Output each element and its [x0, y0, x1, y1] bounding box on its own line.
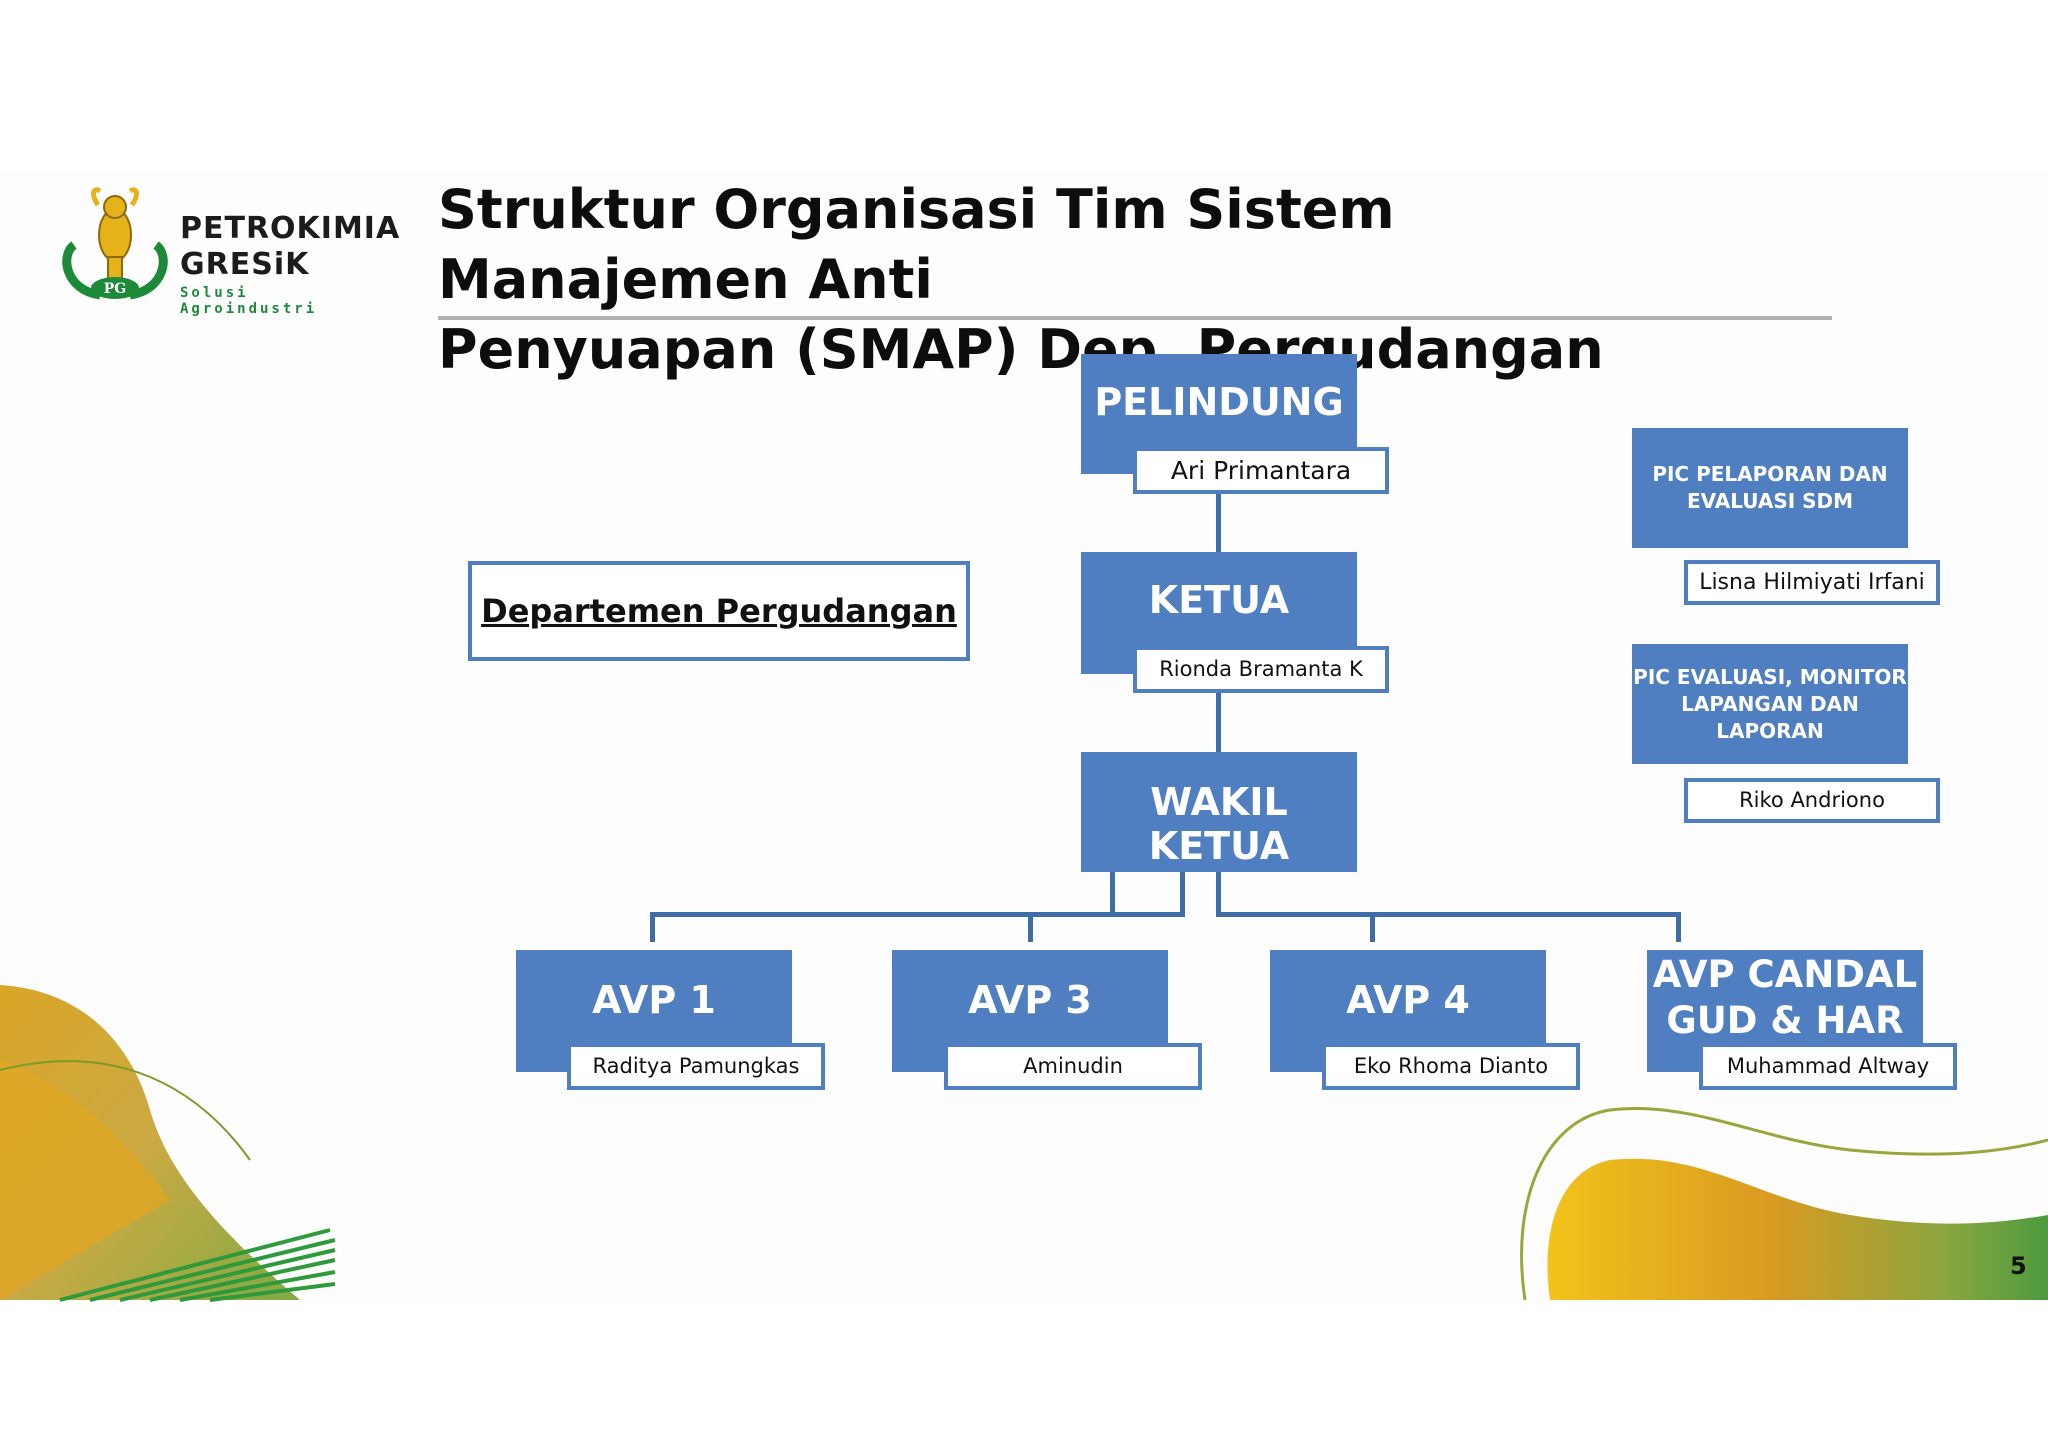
role-label-avp-4: AVP 4: [1346, 978, 1470, 1022]
pic-label-1-line2: EVALUASI SDM: [1686, 489, 1854, 513]
pic-label-2-line1: PIC EVALUASI, MONITOR: [1633, 664, 1907, 689]
name-box-avp-3: Aminudin: [944, 1043, 1202, 1090]
role-label-avp-candal-line2: GUD & HAR: [1666, 999, 1904, 1042]
name-label-pic-1: Lisna Hilmiyati Irfani: [1699, 570, 1925, 595]
department-label: Departemen Pergudangan: [481, 592, 957, 630]
name-label-avp-candal: Muhammad Altway: [1726, 1054, 1930, 1078]
role-label-avp-1: AVP 1: [592, 978, 716, 1022]
name-box-pic-1: Lisna Hilmiyati Irfani: [1684, 560, 1940, 605]
department-box: Departemen Pergudangan: [468, 561, 970, 661]
bull-emblem-icon: PG: [62, 187, 168, 300]
slide-title-line2: Penyuapan (SMAP) Dep. Pergudangan: [438, 318, 1604, 381]
title-underline: [438, 316, 1832, 320]
connector-horizontal-left: [650, 912, 1185, 917]
logo-wordmark-line1: PETROKIMIA: [180, 211, 401, 246]
name-box-pic-2: Riko Andriono: [1684, 778, 1940, 823]
role-label-ketua: KETUA: [1148, 578, 1290, 622]
name-label-pelindung: Ari Primantara: [1170, 456, 1352, 485]
pic-box-evaluasi-monitor-lapangan: PIC EVALUASI, MONITOR LAPANGAN DAN LAPOR…: [1632, 644, 1908, 764]
connector-avp-candal: [1676, 912, 1681, 942]
role-label-wakil-ketua: WAKIL KETUA: [1148, 780, 1290, 868]
name-label-pic-2: Riko Andriono: [1739, 788, 1885, 812]
pic-label-1-line1: PIC PELAPORAN DAN: [1652, 462, 1888, 486]
slide-title-line1: Struktur Organisasi Tim Sistem Manajemen…: [438, 178, 1395, 311]
role-label-pelindung: PELINDUNG: [1094, 380, 1344, 424]
connector-wakil-stub-right: [1216, 872, 1221, 916]
connector-wakil-stub-mid: [1180, 872, 1185, 916]
name-label-avp-1: Raditya Pamungkas: [592, 1054, 800, 1078]
role-label-avp-3: AVP 3: [968, 978, 1092, 1022]
company-logo: PG PETROKIMIA GRESiK Solusi Agroindustri: [60, 185, 399, 317]
name-label-ketua: Rionda Bramanta K: [1159, 657, 1363, 681]
connector-wakil-stub-left: [1110, 872, 1115, 916]
connector-avp4: [1370, 912, 1375, 942]
connector-ketua-wakil: [1216, 688, 1221, 754]
role-label-avp-candal-line1: AVP CANDAL: [1652, 953, 1918, 996]
name-box-ketua: Rionda Bramanta K: [1133, 646, 1389, 693]
logo-wordmark-line2: GRESiK: [180, 247, 310, 282]
slide-title: Struktur Organisasi Tim Sistem Manajemen…: [438, 175, 1758, 385]
connector-pelindung-ketua: [1216, 490, 1221, 556]
connector-avp1: [650, 912, 655, 942]
pic-box-pelaporan-evaluasi-sdm: PIC PELAPORAN DAN EVALUASI SDM: [1632, 428, 1908, 548]
name-box-avp-candal: Muhammad Altway: [1699, 1043, 1957, 1090]
name-box-pelindung: Ari Primantara: [1133, 447, 1389, 494]
role-box-wakil-ketua: WAKIL KETUA: [1081, 752, 1357, 872]
name-box-avp-1: Raditya Pamungkas: [567, 1043, 825, 1090]
connector-horizontal-right: [1216, 912, 1681, 917]
logo-tagline: Solusi Agroindustri: [180, 285, 318, 317]
svg-text:PG: PG: [104, 281, 126, 297]
name-label-avp-3: Aminudin: [1023, 1054, 1123, 1078]
connector-avp3: [1028, 912, 1033, 942]
page-number: 5: [2010, 1252, 2027, 1280]
pic-label-2-line2: LAPANGAN DAN LAPORAN: [1681, 691, 1859, 743]
name-label-avp-4: Eko Rhoma Dianto: [1353, 1054, 1549, 1078]
name-box-avp-4: Eko Rhoma Dianto: [1322, 1043, 1580, 1090]
